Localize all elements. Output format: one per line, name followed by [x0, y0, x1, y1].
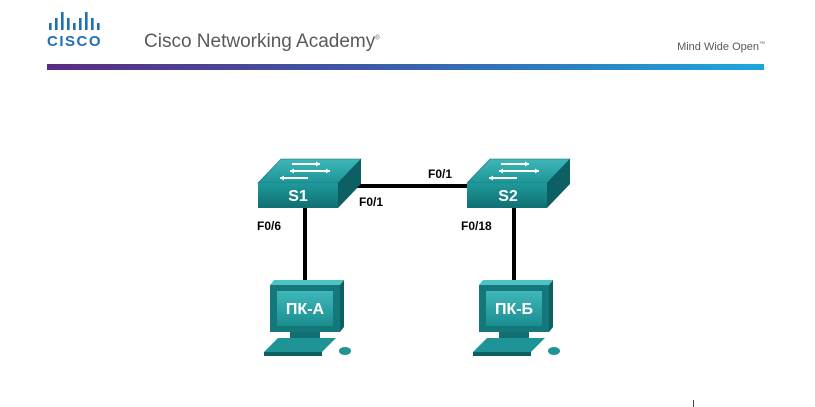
port-label-s2-f0-18: F0/18 [461, 219, 492, 233]
pc-a[interactable]: ПК-А [264, 280, 351, 356]
switch-label: S2 [498, 188, 518, 205]
academy-title-text: Cisco Networking Academy [144, 31, 376, 52]
tagline: Mind Wide Open™ [677, 41, 765, 53]
cisco-bridge-icon [49, 12, 100, 30]
port-label-s1-f0-6: F0/6 [257, 219, 281, 233]
cisco-logo: CISCO [47, 12, 127, 54]
pc-label: ПК-Б [495, 301, 533, 318]
cisco-wordmark: CISCO [47, 33, 103, 50]
stray-mark [693, 400, 694, 407]
pc-icon [473, 280, 560, 356]
pc-label: ПК-А [286, 301, 325, 318]
port-label-s2-f0-1: F0/1 [428, 167, 452, 181]
switch-label: S1 [288, 188, 308, 205]
pc-b[interactable]: ПК-Б [473, 280, 560, 356]
header-gradient-bar [47, 64, 764, 70]
tagline-text: Mind Wide Open [677, 41, 759, 53]
switch-s2[interactable]: S2 [466, 158, 571, 208]
registered-mark: ® [375, 35, 380, 42]
switch-s1[interactable]: S1 [257, 158, 362, 208]
pc-icon [264, 280, 351, 356]
port-label-s1-f0-1: F0/1 [359, 195, 383, 209]
academy-title: Cisco Networking Academy® [144, 31, 380, 53]
header: CISCO Cisco Networking Academy® Mind Wid… [0, 0, 815, 72]
trademark-mark: ™ [759, 41, 765, 48]
switch-icon [466, 158, 571, 208]
switch-icon [257, 158, 362, 208]
